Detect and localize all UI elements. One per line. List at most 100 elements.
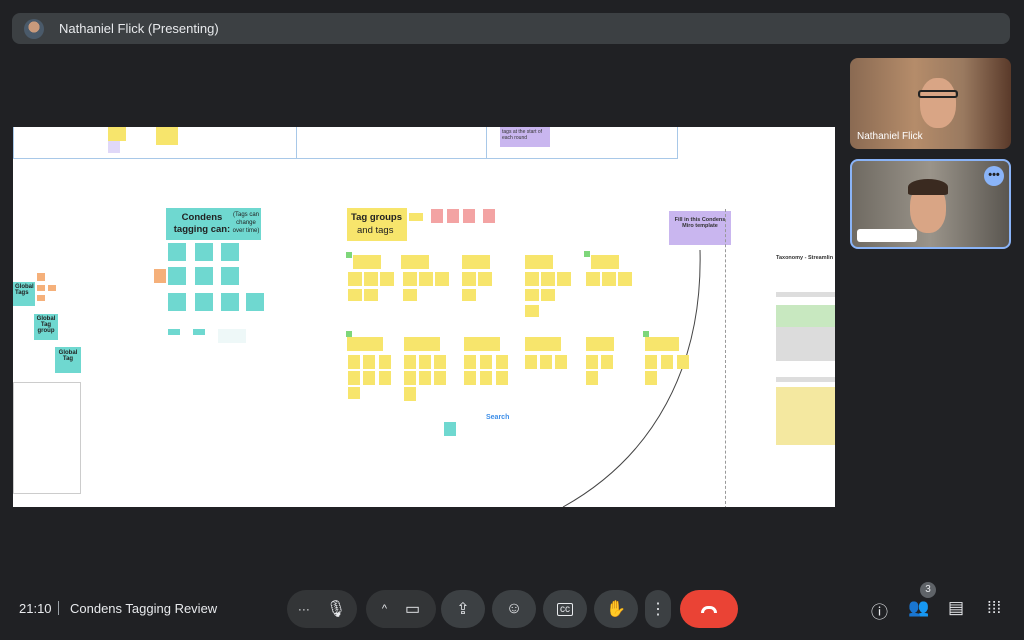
present-icon: ⇪ [456, 601, 470, 618]
sticky-note [37, 285, 45, 291]
sticky-note [431, 209, 443, 223]
activities-icon[interactable]: ⁞⁞⁞ [987, 598, 1002, 617]
raise-hand-button[interactable]: ✋ [594, 590, 638, 628]
global-tags-note: Global Tags [13, 282, 35, 306]
sticky-note [586, 355, 598, 369]
chat-icon[interactable]: ▤ [948, 598, 965, 617]
video-options-button[interactable]: ^▭ [366, 590, 436, 628]
sticky-note [348, 272, 362, 286]
camera-icon[interactable]: ▭ [405, 601, 421, 618]
participant-tile-nathaniel[interactable]: Nathaniel Flick [850, 58, 1011, 149]
sticky-note [221, 267, 239, 285]
sticky-note [364, 289, 378, 301]
sticky-note [348, 387, 360, 399]
hang-up-icon [701, 605, 717, 613]
sticky-note [48, 285, 56, 291]
more-options-icon[interactable]: ••• [984, 166, 1004, 186]
sticky-note [661, 355, 673, 369]
sticky-note [221, 293, 239, 311]
present-screen-button[interactable]: ⇪ [441, 590, 485, 628]
sticky-note [434, 355, 446, 369]
sticky-note [193, 329, 205, 335]
sticky-note [403, 289, 417, 301]
captions-icon: cc [557, 602, 573, 616]
microphone-icon[interactable]: 🎙 [325, 601, 347, 618]
sticky-note [525, 337, 561, 351]
sticky-note [555, 355, 567, 369]
sticky-note [541, 289, 555, 301]
sticky-note [525, 355, 537, 369]
meeting-info-icon[interactable]: ⓘ [871, 603, 888, 622]
sticky-note [348, 371, 360, 385]
audio-options-button[interactable]: ··· 🎙 [287, 590, 357, 628]
sticky-note [347, 337, 383, 351]
empty-frame [13, 382, 81, 494]
participant-name: Nathaniel Flick [857, 131, 923, 142]
presenter-title: Nathaniel Flick (Presenting) [59, 21, 219, 36]
sticky-note [221, 243, 239, 261]
frame-top [13, 127, 678, 159]
sticky-note [168, 329, 180, 335]
participant-video [920, 78, 956, 128]
leave-call-button[interactable] [680, 590, 738, 628]
sticky-note [419, 272, 433, 286]
people-count-badge: 3 [920, 582, 936, 598]
sticky-note [462, 272, 476, 286]
sticky-note [541, 272, 555, 286]
sticky-note [364, 272, 378, 286]
connector-arrow [562, 249, 701, 507]
sticky-note [525, 305, 539, 317]
tag-groups-title: Tag groups [351, 212, 403, 223]
reactions-button[interactable]: ☺ [492, 590, 536, 628]
sticky-note [586, 337, 614, 351]
sticky-note [404, 371, 416, 385]
sticky-note [168, 293, 186, 311]
people-icon[interactable]: 👥 [908, 598, 930, 617]
sticky-note [776, 292, 835, 297]
sticky-note [348, 355, 360, 369]
chevron-up-icon[interactable]: ^ [381, 603, 388, 615]
sticky-note [480, 371, 492, 385]
sticky-note [404, 355, 416, 369]
participant-tile-self[interactable]: ••• [850, 159, 1011, 249]
sticky-note [195, 243, 213, 261]
captions-button[interactable]: cc [543, 590, 587, 628]
sticky-note [478, 272, 492, 286]
sticky-note [525, 272, 539, 286]
clock: 21:10 [19, 600, 52, 616]
sticky-note [379, 355, 391, 369]
global-tag-group-note: Global Tag group [34, 314, 58, 340]
sticky-note [480, 355, 492, 369]
sticky-note [677, 355, 689, 369]
tag-groups-note: Tag groups and tags [347, 208, 407, 241]
sticky-note [584, 251, 590, 257]
sticky-note [380, 272, 394, 286]
sticky-note [168, 267, 186, 285]
condens-header-note: Condens tagging can: (Tags can change ov… [166, 208, 261, 240]
sticky-note [557, 272, 571, 286]
sticky-note [463, 209, 475, 223]
emoji-icon: ☺ [505, 600, 523, 617]
tag-groups-subtitle: and tags [357, 225, 394, 236]
sticky-note [346, 331, 352, 337]
more-horiz-icon[interactable]: ··· [297, 602, 310, 616]
condens-note: (Tags can change over time) [232, 212, 260, 234]
sticky-note [464, 355, 476, 369]
sticky-note [586, 371, 598, 385]
sticky-note [447, 209, 459, 223]
sticky-note [403, 272, 417, 286]
condens-title: Condens tagging can: [173, 212, 231, 235]
sticky-note [346, 252, 352, 258]
sticky-note [464, 371, 476, 385]
sticky-note [464, 337, 500, 351]
divider [58, 601, 59, 615]
sticky-note [108, 127, 126, 141]
participant-name [857, 229, 917, 242]
sticky-note [401, 255, 429, 269]
shared-screen-miro-board[interactable]: tags at the start of each round Condens … [13, 127, 835, 507]
sticky-note [525, 289, 539, 301]
fill-template-note: Fill in this Condens Miro template [669, 211, 731, 245]
sticky-note [462, 289, 476, 301]
more-vert-icon: ⋮ [650, 601, 666, 618]
more-options-button[interactable]: ⋮ [645, 590, 671, 628]
